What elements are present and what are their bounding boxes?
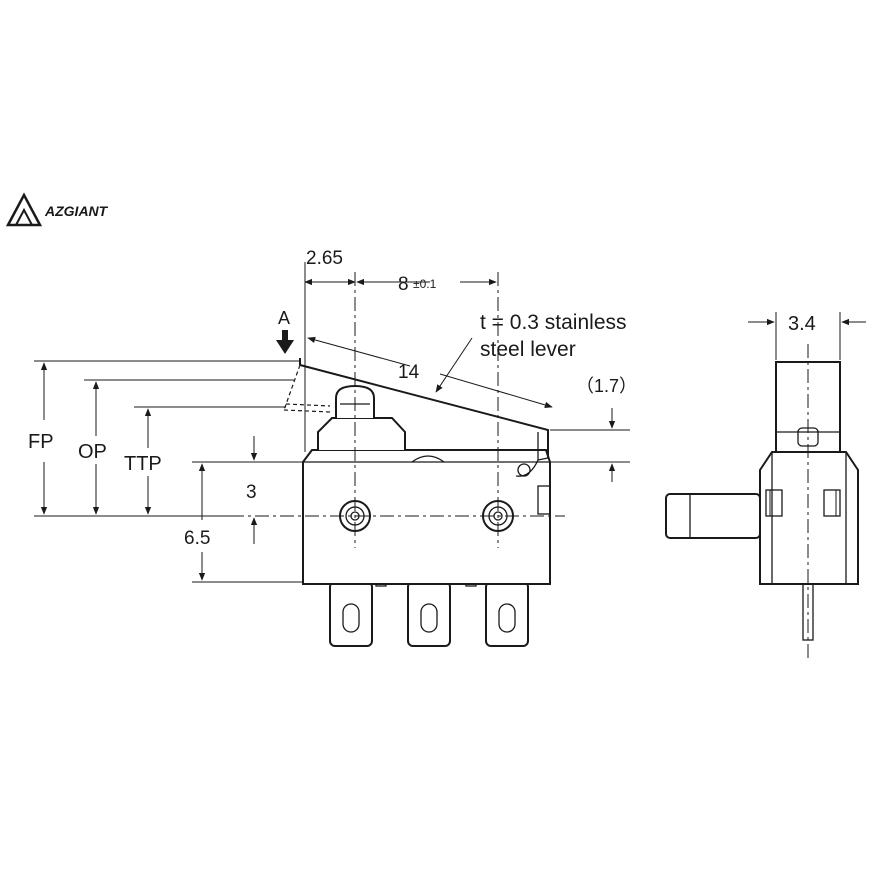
dim-3-4-label: 3.4 — [788, 313, 816, 335]
brand-logo: AZGIANT — [5, 192, 109, 227]
terminal-left — [329, 581, 373, 647]
dim-6-5-label: 6.5 — [184, 528, 210, 549]
dim-2-65-label: 2.65 — [306, 248, 343, 269]
dim-8-label: 8 — [398, 274, 409, 295]
logo-mark-icon — [5, 192, 43, 227]
dim-8-tolerance: ±0.1 — [413, 277, 437, 291]
arrow-a-label: A — [278, 308, 290, 328]
side-dimensions: 3.4 — [748, 312, 866, 360]
plunger — [317, 384, 406, 450]
arrow-down-icon — [276, 330, 294, 354]
ttp-label: TTP — [124, 453, 162, 475]
fp-label: FP — [28, 431, 54, 453]
front-view — [230, 272, 565, 647]
front-dimensions: 2.65 8 ±0.1 A t = 0.3 stainless steel le… — [28, 248, 637, 583]
terminal-right — [485, 581, 529, 647]
side-view — [665, 344, 859, 660]
dim-3-label: 3 — [246, 482, 257, 503]
steel-lever — [299, 358, 551, 515]
brand-name: AZGIANT — [44, 203, 109, 219]
terminal-middle — [407, 581, 451, 647]
lever-note-line2: steel lever — [480, 338, 576, 361]
op-label: OP — [78, 441, 107, 463]
dim-1-7-label: （1.7） — [576, 376, 637, 396]
dim-14-label: 14 — [398, 362, 420, 383]
lever-note-line1: t = 0.3 stainless — [480, 311, 627, 334]
